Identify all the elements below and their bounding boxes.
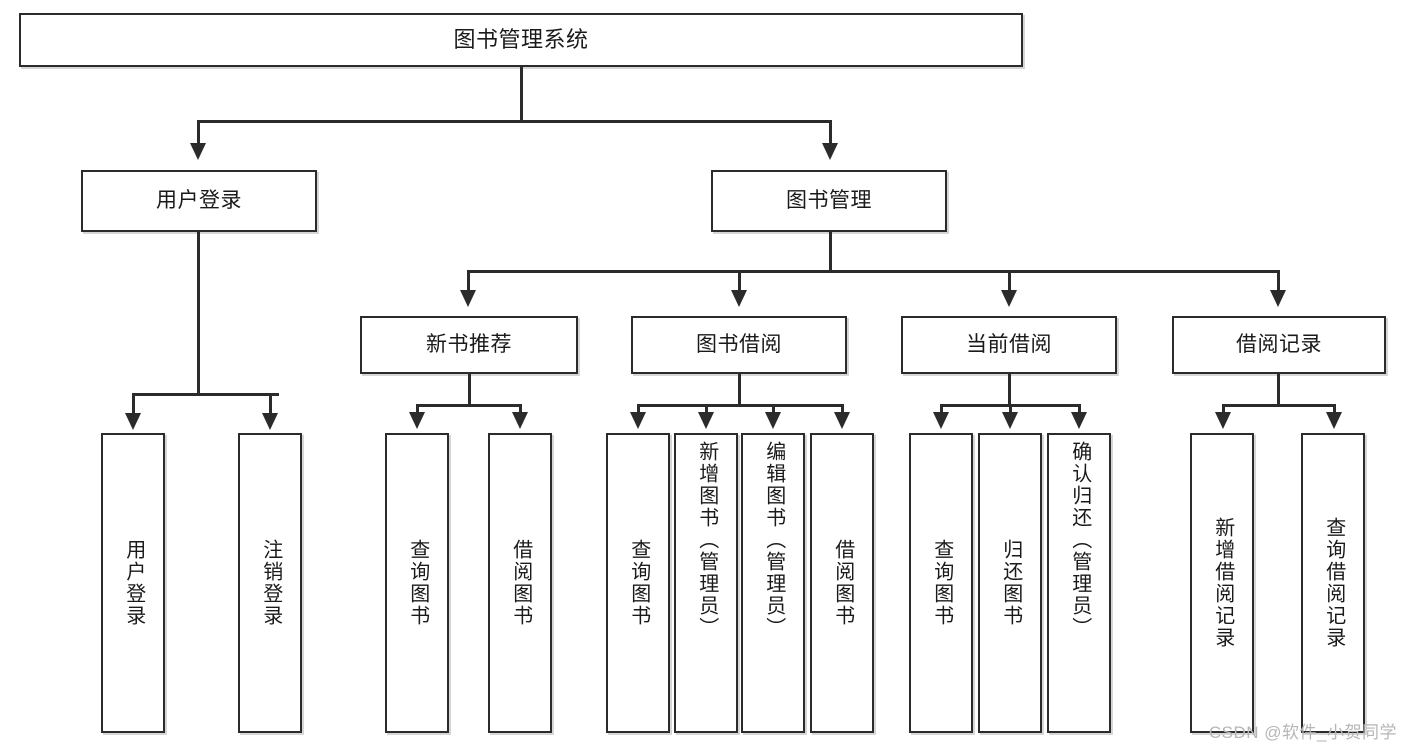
leaf-query-book-current[interactable]: 查询图书 [909, 433, 973, 733]
leaf-label: 查询图书 [930, 539, 953, 627]
node-label: 新书推荐 [426, 333, 512, 357]
connector-drop-leaf-confirm-return [1078, 404, 1081, 418]
leaf-label: 归还图书 [999, 539, 1022, 627]
leaf-user-login[interactable]: 用户登录 [101, 433, 165, 733]
arrowhead-leaf-query-book-3 [933, 412, 949, 429]
node-label: 用户登录 [156, 189, 242, 213]
arrowhead-book-management [822, 143, 838, 160]
connector-new-book-recommend-stem [468, 374, 471, 406]
leaf-return-book[interactable]: 归还图书 [978, 433, 1042, 733]
arrowhead-current-borrow [1001, 290, 1017, 307]
leaf-add-book[interactable]: 新增图书（管理员） [674, 433, 738, 733]
connector-drop-book-management [829, 120, 832, 145]
leaf-logout[interactable]: 注销登录 [238, 433, 302, 733]
arrowhead-leaf-query-book-1 [409, 412, 425, 429]
connector-root-stem [520, 67, 523, 120]
leaf-label: 新增借阅记录 [1211, 517, 1234, 649]
arrowhead-leaf-return-book [1002, 412, 1018, 429]
arrowhead-leaf-borrow-book-1 [512, 412, 528, 429]
arrowhead-user-login [190, 143, 206, 160]
leaf-label: 查询借阅记录 [1322, 517, 1345, 649]
node-new-book-recommend[interactable]: 新书推荐 [360, 316, 578, 374]
connector-level2-bus [197, 120, 832, 123]
connector-drop-leaf-borrow-book-2 [841, 404, 844, 418]
leaf-label: 用户登录 [122, 539, 145, 627]
leaf-confirm-return[interactable]: 确认归还（管理员） [1047, 433, 1111, 733]
arrowhead-leaf-query-record [1326, 412, 1342, 429]
arrowhead-leaf-borrow-book-2 [834, 412, 850, 429]
connector-user-login-bus [132, 393, 279, 396]
node-label: 图书借阅 [696, 333, 782, 357]
connector-drop-user-login [197, 120, 200, 145]
connector-new-book-recommend-bus [416, 404, 521, 407]
node-label: 借阅记录 [1236, 333, 1322, 357]
connector-book-borrow-stem [738, 374, 741, 406]
connector-drop-borrow-record [1277, 270, 1280, 292]
connector-drop-leaf-query-book-2 [637, 404, 640, 418]
arrowhead-leaf-add-record [1215, 412, 1231, 429]
connector-drop-leaf-add-record [1222, 404, 1225, 418]
arrowhead-borrow-record [1270, 290, 1286, 307]
connector-book-borrow-bus [637, 404, 844, 407]
node-book-management[interactable]: 图书管理 [711, 170, 947, 232]
arrowhead-leaf-edit-book [765, 412, 781, 429]
watermark: CSDN @软件_小贺同学 [1208, 723, 1397, 742]
leaf-borrow-book[interactable]: 借阅图书 [810, 433, 874, 733]
node-current-borrow[interactable]: 当前借阅 [901, 316, 1117, 374]
connector-drop-leaf-query-book-3 [940, 404, 943, 418]
leaf-add-borrow-record[interactable]: 新增借阅记录 [1190, 433, 1254, 733]
leaf-label: 注销登录 [259, 539, 282, 627]
connector-drop-leaf-query-book-1 [416, 404, 419, 418]
leaf-query-book-borrow[interactable]: 查询图书 [606, 433, 670, 733]
connector-drop-leaf-logout [269, 393, 272, 415]
node-root-system[interactable]: 图书管理系统 [19, 13, 1023, 67]
node-label: 图书管理系统 [453, 26, 589, 52]
arrowhead-book-borrow [731, 290, 747, 307]
connector-borrow-record-stem [1277, 374, 1280, 406]
leaf-label: 查询图书 [627, 539, 650, 627]
connector-level3-bus [467, 270, 1279, 273]
arrowhead-leaf-logout [262, 413, 278, 430]
node-label: 图书管理 [786, 189, 872, 213]
node-label: 当前借阅 [966, 333, 1052, 357]
arrowhead-leaf-confirm-return [1071, 412, 1087, 429]
node-book-borrow[interactable]: 图书借阅 [631, 316, 847, 374]
leaf-label: 编辑图书（管理员） [762, 441, 785, 639]
arrowhead-leaf-user-login [125, 413, 141, 430]
connector-current-borrow-stem [1008, 374, 1011, 406]
connector-borrow-record-bus [1222, 404, 1335, 407]
node-user-login[interactable]: 用户登录 [81, 170, 317, 232]
connector-drop-book-borrow [738, 270, 741, 292]
arrowhead-leaf-query-book-2 [630, 412, 646, 429]
leaf-query-borrow-record[interactable]: 查询借阅记录 [1301, 433, 1365, 733]
connector-drop-leaf-return-book [1009, 404, 1012, 418]
connector-drop-leaf-user-login [132, 393, 135, 415]
leaf-label: 确认归还（管理员） [1068, 441, 1091, 639]
leaf-label: 借阅图书 [831, 539, 854, 627]
arrowhead-new-book-recommend [460, 290, 476, 307]
arrowhead-leaf-add-book [698, 412, 714, 429]
connector-drop-leaf-query-record [1333, 404, 1336, 418]
leaf-label: 查询图书 [406, 539, 429, 627]
connector-drop-leaf-edit-book [772, 404, 775, 418]
leaf-label: 新增图书（管理员） [695, 441, 718, 639]
connector-drop-leaf-borrow-book-1 [519, 404, 522, 418]
leaf-label: 借阅图书 [509, 539, 532, 627]
leaf-edit-book[interactable]: 编辑图书（管理员） [741, 433, 805, 733]
connector-user-login-stem [197, 232, 200, 395]
connector-drop-new-book-recommend [467, 270, 470, 292]
connector-drop-current-borrow [1008, 270, 1011, 292]
connector-book-management-stem [829, 232, 832, 272]
node-borrow-record[interactable]: 借阅记录 [1172, 316, 1386, 374]
connector-drop-leaf-add-book [705, 404, 708, 418]
leaf-query-book-recommend[interactable]: 查询图书 [385, 433, 449, 733]
leaf-borrow-book-recommend[interactable]: 借阅图书 [488, 433, 552, 733]
